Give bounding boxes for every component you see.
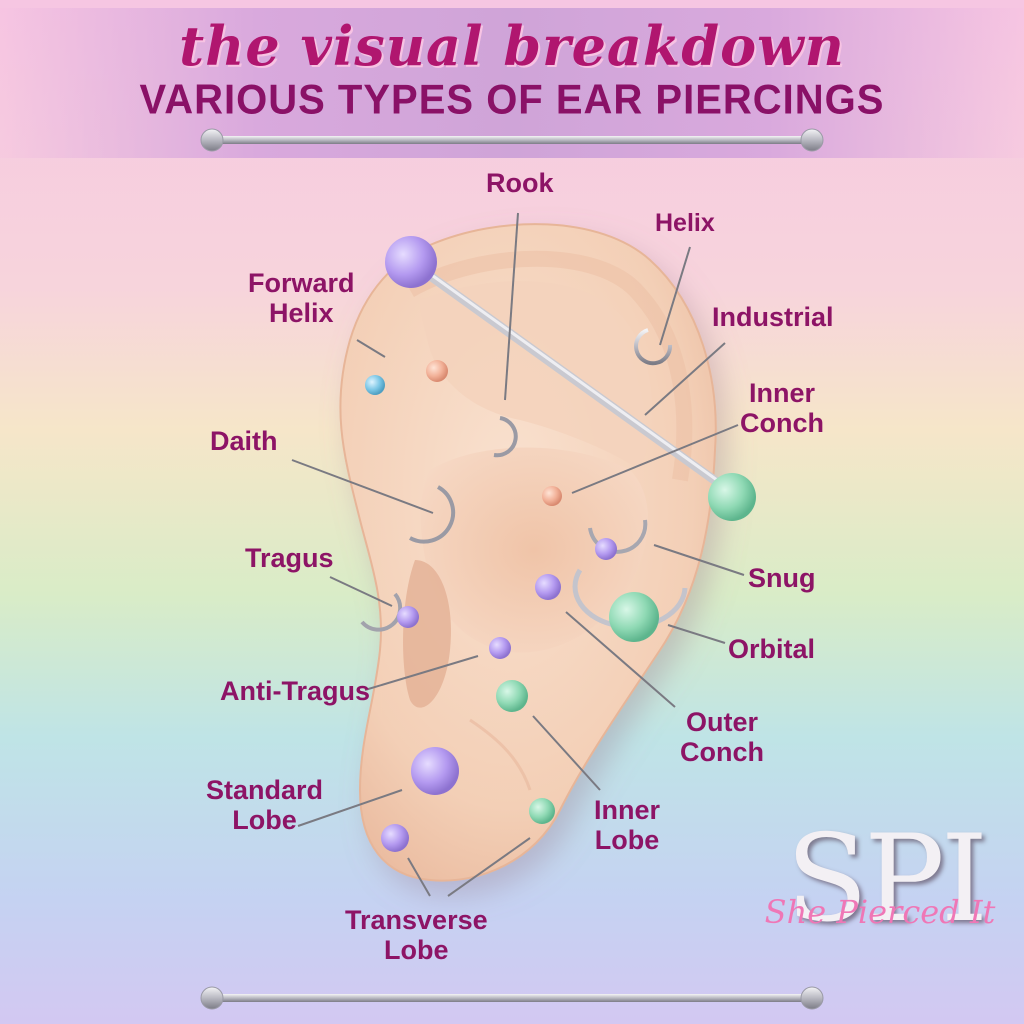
helix-rim <box>406 250 693 482</box>
concha <box>420 447 649 653</box>
helix-ring <box>634 328 673 366</box>
label-snug: Snug <box>748 563 816 593</box>
industrial-bottom-bead <box>708 473 756 521</box>
daith-ring <box>409 485 456 544</box>
tragus-ring <box>360 592 403 632</box>
industrial-top-bead <box>385 236 437 288</box>
leader-lines <box>291 212 745 897</box>
inner-lobe-bead <box>496 680 528 712</box>
outer-conch-bead <box>535 574 561 600</box>
label-rook: Rook <box>486 168 554 198</box>
ear-canal <box>403 560 451 708</box>
brand-logo: SPI She Pierced It <box>765 810 1000 965</box>
label-standard-lobe: Standard Lobe <box>206 775 324 835</box>
label-tragus: Tragus <box>245 543 334 573</box>
title-main: VARIOUS TYPES OF EAR PIERCINGS <box>139 76 885 124</box>
label-daith: Daith <box>210 426 278 456</box>
logo-mark: SPI <box>785 810 988 949</box>
label-helix: Helix <box>655 209 715 237</box>
orbital-bead <box>609 592 659 642</box>
label-outer-conch: Outer Conch <box>680 707 764 767</box>
snug-ring <box>588 519 648 554</box>
label-industrial: Industrial <box>712 302 834 332</box>
transverse-lobe-bead-mint <box>529 798 555 824</box>
snug-bead <box>595 538 617 560</box>
rook-ring <box>493 416 518 458</box>
anti-tragus-bead <box>489 637 511 659</box>
label-orbital: Orbital <box>728 634 816 664</box>
header-band <box>0 8 1024 158</box>
top-divider-bar <box>200 128 824 152</box>
transverse-lobe-bead-purple <box>381 824 409 852</box>
forward-helix-bead-peach <box>426 360 448 382</box>
industrial-bar <box>410 260 740 500</box>
inner-conch-bead <box>542 486 562 506</box>
bottom-divider-bar <box>200 986 824 1010</box>
label-anti-tragus: Anti-Tragus <box>220 676 371 706</box>
label-transverse-lobe: Transverse Lobe <box>345 905 488 965</box>
label-inner-conch: Inner Conch <box>740 378 824 438</box>
scapha <box>420 281 652 470</box>
standard-lobe-bead <box>411 747 459 795</box>
logo-script: She Pierced It <box>764 893 996 931</box>
title-script: the visual breakdown <box>179 14 845 78</box>
tragus-bead <box>397 606 419 628</box>
label-inner-lobe: Inner Lobe <box>594 795 661 855</box>
label-forward-helix: Forward Helix <box>248 268 355 328</box>
forward-helix-bead-blue <box>365 375 385 395</box>
